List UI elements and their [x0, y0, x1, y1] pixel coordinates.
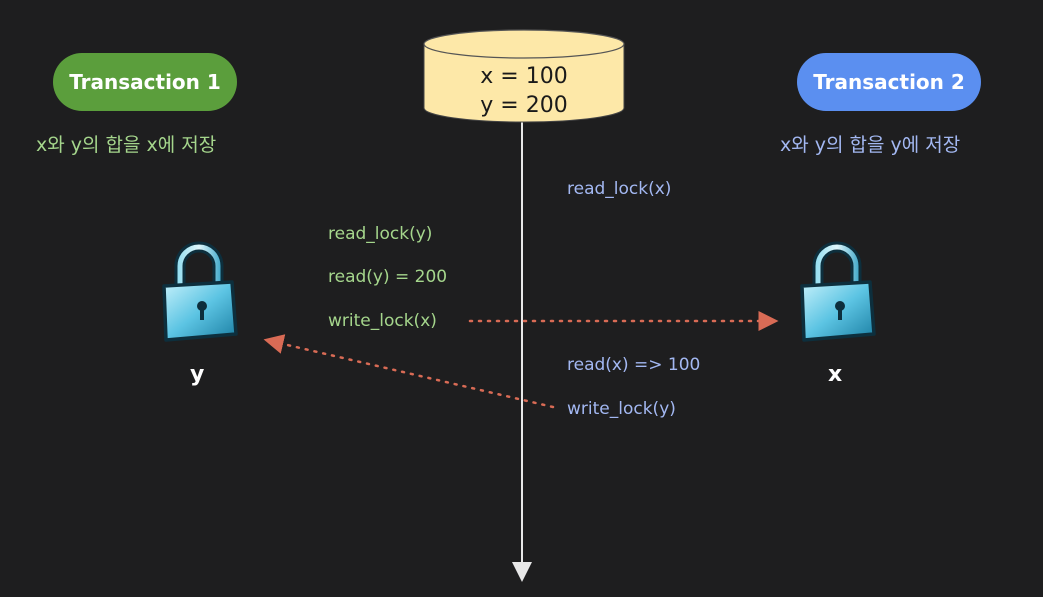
transaction2-badge: Transaction 2 [797, 53, 981, 111]
transaction2-description: x와 y의 합을 y에 저장 [780, 134, 961, 156]
lock-x-label: x [828, 362, 843, 387]
t1-step-write-lock-x: write_lock(x) [328, 311, 437, 331]
t1-step-read-y: read(y) = 200 [328, 267, 448, 287]
padlock-icon [800, 241, 876, 342]
database-values: x = 100 y = 200 [424, 62, 624, 120]
t2-step-write-lock-y: write_lock(y) [567, 399, 676, 419]
db-y-value: y = 200 [480, 93, 568, 118]
t1-step-read-lock-y: read_lock(y) [328, 224, 433, 244]
padlock-icon [162, 241, 238, 342]
db-x-value: x = 100 [480, 64, 568, 89]
transaction1-description: x와 y의 합을 x에 저장 [36, 134, 217, 156]
t2-step-read-x: read(x) => 100 [567, 355, 701, 375]
lock-y-label: y [190, 362, 205, 387]
transaction1-badge: Transaction 1 [53, 53, 237, 111]
t2-step-read-lock-x: read_lock(x) [567, 179, 672, 199]
t2-wait-arrow [263, 334, 555, 409]
